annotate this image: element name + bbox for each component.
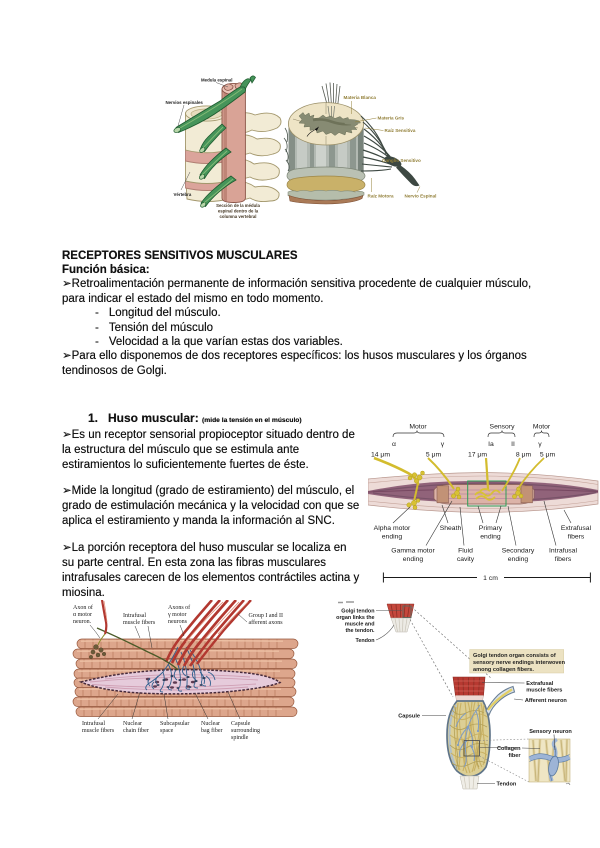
svg-text:Sección de la médula: Sección de la médula: [216, 203, 260, 208]
svg-text:Extrafusal: Extrafusal: [526, 681, 553, 687]
svg-text:α: α: [392, 441, 396, 448]
svg-text:Raíz Sensitiva: Raíz Sensitiva: [385, 128, 416, 133]
svg-text:ending: ending: [508, 556, 529, 563]
svg-text:5 μm: 5 μm: [426, 452, 442, 459]
svg-text:Afferent neuron: Afferent neuron: [525, 698, 568, 704]
svg-text:fibers: fibers: [568, 534, 585, 541]
svg-text:Nervio Espinal: Nervio Espinal: [405, 193, 437, 198]
svg-text:the tendon.: the tendon.: [345, 628, 375, 634]
svg-text:chain fiber: chain fiber: [123, 727, 149, 734]
svg-text:Materia Blanca: Materia Blanca: [344, 95, 377, 100]
svg-text:espinal dentro de la: espinal dentro de la: [218, 208, 259, 213]
svg-text:14 μm: 14 μm: [371, 452, 390, 459]
svg-text:columna vertebral: columna vertebral: [219, 214, 256, 219]
svg-text:muscle fibers: muscle fibers: [82, 727, 115, 734]
svg-text:Fluid: Fluid: [458, 548, 473, 555]
svg-text:muscle fibers: muscle fibers: [526, 688, 562, 694]
svg-text:Axons of: Axons of: [168, 604, 190, 611]
svg-text:Tendon: Tendon: [355, 638, 374, 644]
svg-text:Materia Gris: Materia Gris: [378, 116, 405, 121]
svg-text:organ links the: organ links the: [336, 615, 374, 621]
svg-text:ending: ending: [480, 534, 501, 541]
svg-text:Group I and II: Group I and II: [249, 613, 284, 619]
svg-text:Sheath: Sheath: [440, 525, 462, 532]
svg-text:ending: ending: [382, 534, 403, 541]
svg-text:γ: γ: [441, 441, 445, 448]
svg-text:α motor: α motor: [73, 612, 92, 618]
svg-text:Subcapsular: Subcapsular: [160, 721, 189, 727]
svg-text:Nuclear: Nuclear: [201, 721, 220, 727]
svg-text:muscle and: muscle and: [345, 622, 375, 628]
svg-text:space: space: [160, 728, 174, 734]
svg-text:γ: γ: [538, 441, 542, 448]
svg-text:Capsule: Capsule: [231, 721, 251, 727]
svg-text:among collagen fibers.: among collagen fibers.: [473, 667, 534, 673]
svg-text:spindle: spindle: [231, 735, 249, 741]
svg-text:Secondary: Secondary: [502, 548, 535, 555]
svg-text:Medula espinal: Medula espinal: [201, 78, 232, 83]
svg-text:Intrafusal: Intrafusal: [123, 612, 146, 619]
svg-text:muscle fibers: muscle fibers: [123, 619, 156, 626]
svg-text:Extrafusal: Extrafusal: [561, 525, 592, 532]
svg-text:Axon of: Axon of: [73, 604, 93, 611]
svg-text:fiber: fiber: [508, 753, 521, 759]
svg-text:cavity: cavity: [457, 556, 475, 563]
svg-text:Ganglio Sensitivo: Ganglio Sensitivo: [382, 158, 421, 163]
svg-text:Sensory: Sensory: [490, 424, 516, 431]
svg-text:neurons: neurons: [168, 619, 188, 625]
svg-text:Intrafusal: Intrafusal: [82, 720, 105, 727]
svg-text:17 μm: 17 μm: [468, 452, 487, 459]
svg-text:Collagen: Collagen: [497, 746, 521, 752]
svg-text:Motor: Motor: [533, 424, 551, 431]
svg-text:8 μm: 8 μm: [516, 452, 532, 459]
svg-text:Nervios espinales: Nervios espinales: [166, 100, 204, 105]
svg-text:Golgi tendon: Golgi tendon: [341, 609, 374, 615]
svg-text:sensory nerve endings interwov: sensory nerve endings interwoven: [473, 660, 566, 666]
svg-text:γ motor: γ motor: [167, 612, 186, 618]
svg-text:Raíz Motora: Raíz Motora: [368, 193, 394, 198]
svg-text:Capsule: Capsule: [398, 714, 420, 720]
svg-text:Alpha motor: Alpha motor: [374, 525, 411, 532]
svg-text:Ia: Ia: [488, 441, 494, 448]
svg-text:surrounding: surrounding: [231, 728, 260, 734]
svg-text:1 cm: 1 cm: [483, 575, 498, 582]
svg-text:5 μm: 5 μm: [540, 452, 556, 459]
svg-text:neuron.: neuron.: [73, 619, 92, 625]
svg-text:Intrafusal: Intrafusal: [549, 548, 577, 555]
svg-text:Tendon: Tendon: [497, 782, 517, 788]
svg-text:Nuclear: Nuclear: [123, 721, 142, 727]
svg-text:II: II: [511, 441, 515, 448]
svg-text:Primary: Primary: [479, 525, 503, 532]
svg-text:Motor: Motor: [409, 424, 427, 431]
svg-text:Golgi tendon organ consists of: Golgi tendon organ consists of: [473, 653, 556, 659]
svg-text:Sensory neuron: Sensory neuron: [529, 729, 572, 735]
svg-text:Vértebra: Vértebra: [174, 192, 192, 197]
svg-text:fibers: fibers: [555, 556, 572, 563]
svg-text:Gamma motor: Gamma motor: [391, 548, 435, 555]
svg-text:bag fiber: bag fiber: [201, 727, 223, 734]
svg-text:afferent axons: afferent axons: [249, 619, 284, 626]
svg-text:ending: ending: [403, 556, 424, 563]
